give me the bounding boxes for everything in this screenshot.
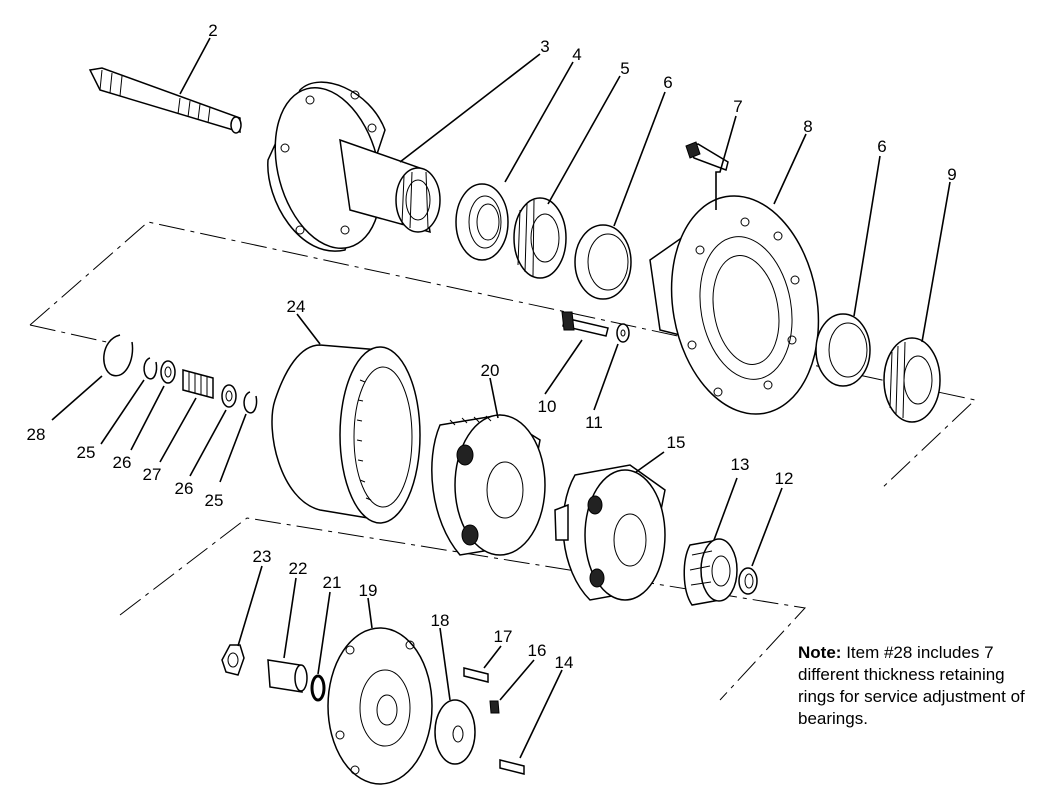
callout-16: 16: [528, 641, 547, 660]
part-sun-gear: [683, 538, 738, 606]
callout-25-left: 25: [77, 443, 96, 462]
callout-4: 4: [572, 45, 581, 64]
callout-20: 20: [481, 361, 500, 380]
part-snap-ring-25-right: [243, 391, 258, 414]
note-text: Item #28 includes 7 different thickness …: [798, 643, 1025, 728]
callout-5: 5: [620, 59, 629, 78]
service-note: Note: Item #28 includes 7 different thic…: [798, 642, 1038, 730]
callout-10: 10: [538, 397, 557, 416]
callout-26-right: 26: [175, 479, 194, 498]
part-thrust-plate-18: [434, 699, 476, 765]
callout-15: 15: [667, 433, 686, 452]
part-bolt-7: [685, 141, 729, 171]
callout-23: 23: [253, 547, 272, 566]
part-screw-17: [463, 667, 489, 683]
callout-28: 28: [27, 425, 46, 444]
part-bearing-cone-upper: [513, 197, 567, 279]
part-ring-gear: [271, 344, 421, 524]
callout-3: 3: [540, 37, 549, 56]
part-hub: [267, 81, 441, 252]
callout-9: 9: [947, 165, 956, 184]
part-shaft-pin-22: [267, 659, 308, 693]
callout-21: 21: [323, 573, 342, 592]
callout-26-left: 26: [113, 453, 132, 472]
callout-8: 8: [803, 117, 812, 136]
callout-2: 2: [208, 21, 217, 40]
callout-6-upper: 6: [663, 73, 672, 92]
centerlines: [29, 221, 977, 701]
part-bearing-cup-upper: [574, 224, 632, 300]
callout-17: 17: [494, 627, 513, 646]
callout-12: 12: [775, 469, 794, 488]
part-planet-carrier-middle: [554, 464, 666, 601]
part-bearing-cup-lower: [815, 313, 871, 387]
part-washer-11: [616, 323, 630, 343]
callout-7: 7: [733, 97, 742, 116]
part-thrust-washer-12: [738, 567, 758, 595]
callout-19: 19: [359, 581, 378, 600]
callout-22: 22: [289, 559, 308, 578]
leader-lines: [51, 37, 951, 759]
part-bolt-10: [561, 311, 609, 337]
callout-6-lower: 6: [877, 137, 886, 156]
callout-labels: 2 3 4 5 6 7 8 6 9 24 10 11 20 28 25 26 2…: [27, 21, 957, 672]
part-washer-26-left: [160, 360, 176, 384]
part-housing: [649, 195, 820, 415]
part-bolt-14: [499, 759, 525, 775]
note-label: Note:: [798, 643, 842, 662]
part-plug-16: [489, 700, 500, 714]
callout-14: 14: [555, 653, 574, 672]
part-seal: [455, 183, 509, 261]
callout-24: 24: [287, 297, 306, 316]
part-lock-plate-23: [221, 644, 245, 676]
callout-13: 13: [731, 455, 750, 474]
part-snap-ring-25-left: [143, 357, 158, 380]
callout-25-right: 25: [205, 491, 224, 510]
part-o-ring-21: [310, 674, 326, 702]
part-retaining-ring-28: [103, 334, 134, 377]
callout-11: 11: [585, 413, 603, 432]
part-washer-26-right: [221, 384, 237, 408]
part-bearing-cone-lower: [883, 337, 941, 423]
part-cover-19: [327, 627, 433, 785]
part-planet-carrier-upper: [431, 414, 546, 556]
part-spring-27: [182, 369, 214, 399]
part-shaft: [88, 67, 242, 134]
callout-27: 27: [143, 465, 162, 484]
callout-18: 18: [431, 611, 450, 630]
